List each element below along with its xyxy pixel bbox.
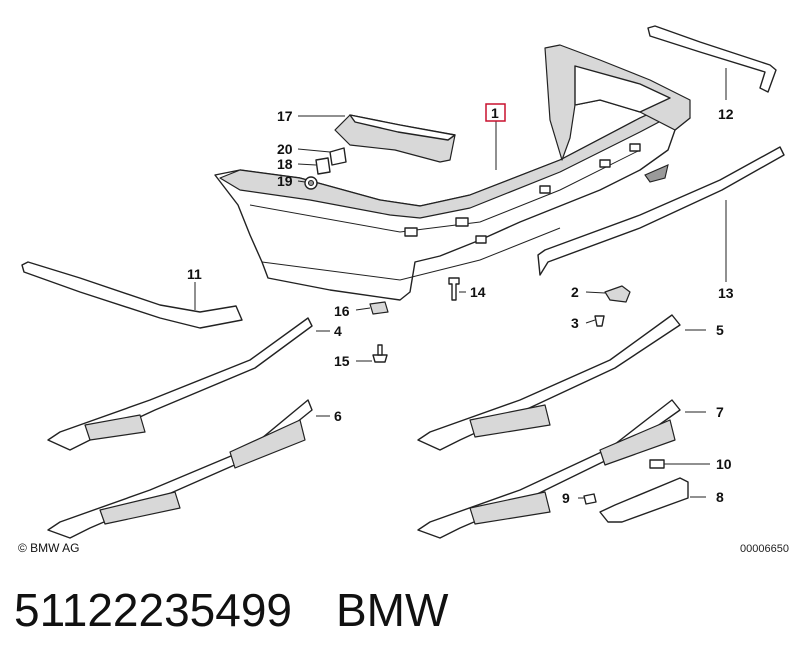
callout-19[interactable]: 19: [277, 173, 293, 189]
bracket-8: [599, 477, 689, 523]
callout-15[interactable]: 15: [334, 353, 350, 369]
callout-17[interactable]: 17: [277, 108, 293, 124]
screw-19: [304, 176, 318, 190]
callout-11[interactable]: 11: [187, 266, 202, 282]
callout-14[interactable]: 14: [470, 284, 486, 300]
trim-strip-11: [21, 261, 243, 329]
bumper-cover: [214, 44, 691, 301]
callout-5[interactable]: 5: [716, 322, 724, 338]
parts-diagram: 1 2 3 4 5 6 7 8 9 10 11 12 13 14 15 16 1…: [21, 25, 785, 539]
spoiler-6: [47, 399, 313, 539]
callout-3[interactable]: 3: [571, 315, 579, 331]
screw-15: [372, 344, 388, 363]
clip-2: [604, 285, 631, 303]
callout-4[interactable]: 4: [334, 323, 342, 339]
callout-2[interactable]: 2: [571, 284, 579, 300]
callout-16[interactable]: 16: [334, 303, 350, 319]
spoiler-5: [417, 314, 681, 451]
brand-name: BMW: [336, 584, 449, 636]
spoiler-7: [417, 399, 681, 539]
highlight-box: [485, 103, 506, 122]
callout-9[interactable]: 9: [562, 490, 570, 506]
trim-strip-12: [647, 25, 777, 93]
nut-16: [369, 301, 389, 315]
part-number: 51122235499: [14, 584, 292, 636]
copyright-notice: © BMW AG: [18, 541, 80, 555]
callout-13[interactable]: 13: [718, 285, 734, 301]
callout-8[interactable]: 8: [716, 489, 724, 505]
trim-strip-13: [537, 146, 785, 276]
callout-18[interactable]: 18: [277, 156, 293, 172]
callouts: 1 2 3 4 5 6 7 8 9 10 11 12 13 14 15 16 1…: [187, 105, 734, 506]
bracket-17: [334, 114, 456, 163]
spoiler-4: [47, 317, 313, 451]
clip-20: [329, 147, 347, 166]
bolt-14: [448, 277, 460, 301]
callout-1[interactable]: 1: [491, 105, 499, 121]
clip-9: [583, 493, 597, 505]
diagram-number: 00006650: [740, 543, 789, 555]
callout-20[interactable]: 20: [277, 141, 293, 157]
clip-3: [594, 315, 605, 327]
leader-lines: [194, 68, 727, 499]
callout-7[interactable]: 7: [716, 404, 724, 420]
callout-6[interactable]: 6: [334, 408, 342, 424]
nut-18: [315, 157, 331, 175]
footer-caption: 51122235499 BMW: [14, 582, 448, 638]
callout-10[interactable]: 10: [716, 456, 732, 472]
callout-12[interactable]: 12: [718, 106, 734, 122]
clip-10: [649, 459, 665, 469]
